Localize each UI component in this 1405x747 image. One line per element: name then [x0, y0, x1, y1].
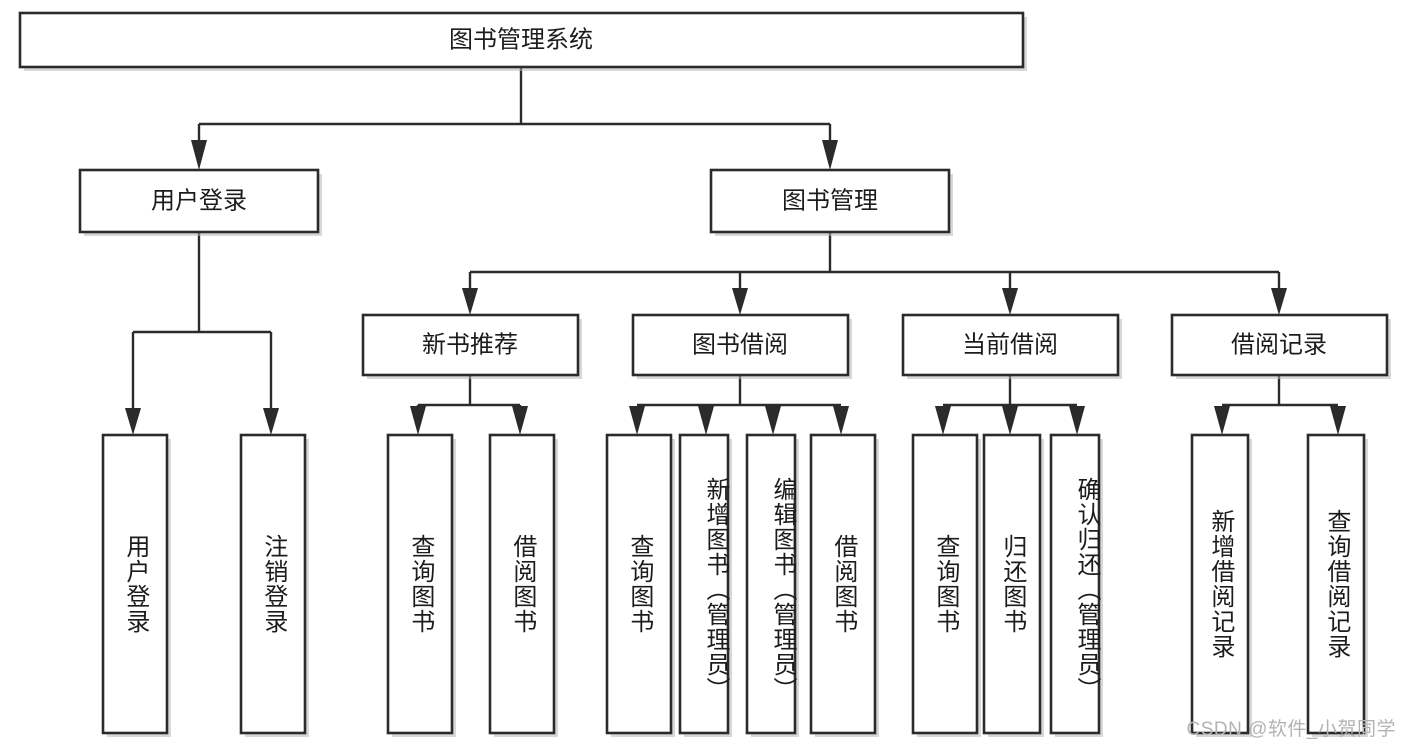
leaf-node-confirm-return[interactable] [1049, 433, 1103, 737]
leaf-node-query-book-2[interactable] [605, 433, 675, 737]
node-book-borrow-box[interactable] [631, 313, 850, 377]
node-new-book-recommend-label: 新书推荐 [422, 331, 518, 358]
arrow-root-to-book-manage [822, 140, 838, 170]
node-book-manage-label: 图书管理 [782, 187, 878, 214]
node-root-box[interactable] [18, 11, 1025, 69]
connector-group-book-manage [462, 232, 1287, 315]
arrow-to-current-borrow [1002, 288, 1018, 315]
node-borrow-record[interactable]: 借阅记录 [1170, 313, 1391, 379]
leaf-user-login-box[interactable] [101, 433, 169, 735]
leaf-node-add-record[interactable] [1190, 433, 1252, 737]
leaf-borrow-book-2-box[interactable] [809, 433, 877, 735]
leaf-node-query-record[interactable] [1306, 433, 1368, 737]
node-current-borrow-label: 当前借阅 [962, 331, 1058, 358]
node-new-book-recommend[interactable]: 新书推荐 [361, 313, 582, 379]
leaf-node-return-book[interactable] [982, 433, 1044, 737]
node-root-label: 图书管理系统 [449, 26, 593, 53]
leaf-query-book-3-box[interactable] [911, 433, 979, 735]
node-book-borrow-label: 图书借阅 [692, 331, 788, 358]
node-root[interactable]: 图书管理系统 [18, 11, 1027, 71]
node-book-borrow[interactable]: 图书借阅 [631, 313, 852, 379]
arrow-to-leaf-return-book [1002, 406, 1018, 435]
node-current-borrow-box[interactable] [901, 313, 1120, 377]
leaf-query-book-1-box[interactable] [386, 433, 454, 735]
arrow-to-leaf-query-book-1 [410, 406, 426, 435]
leaf-edit-book-box[interactable] [745, 433, 797, 735]
leaf-node-edit-book[interactable] [745, 433, 799, 737]
connector-group-current-borrow [935, 375, 1085, 435]
node-user-login-box[interactable] [78, 168, 320, 234]
leaf-borrow-book-1-box[interactable] [488, 433, 556, 735]
arrow-to-leaf-user-logout [263, 408, 279, 435]
connector-group-borrow-record [1214, 375, 1346, 435]
node-user-login-label: 用户登录 [151, 187, 247, 214]
leaf-query-book-2-box[interactable] [605, 433, 673, 735]
arrow-to-leaf-user-login [125, 408, 141, 435]
node-new-book-recommend-box[interactable] [361, 313, 580, 377]
arrow-to-leaf-add-book [698, 406, 714, 435]
node-book-manage[interactable]: 图书管理 [709, 168, 953, 236]
leaf-node-add-book[interactable] [678, 433, 732, 737]
arrow-to-leaf-confirm-return [1069, 406, 1085, 435]
leaf-add-record-box[interactable] [1190, 433, 1250, 735]
arrow-to-leaf-query-record [1330, 406, 1346, 435]
leaf-node-borrow-book-2[interactable] [809, 433, 879, 737]
arrow-to-leaf-add-record [1214, 406, 1230, 435]
leaf-node-user-login[interactable] [101, 433, 171, 737]
arrow-to-new-book-recommend [462, 288, 478, 315]
node-user-login[interactable]: 用户登录 [78, 168, 322, 236]
connector-group-user-login [125, 232, 279, 435]
leaf-return-book-box[interactable] [982, 433, 1042, 735]
arrow-to-leaf-query-book-3 [935, 406, 951, 435]
node-book-manage-box[interactable] [709, 168, 951, 234]
arrow-to-leaf-edit-book [765, 406, 781, 435]
connector-group-root [191, 67, 838, 170]
arrow-to-leaf-borrow-book-1 [512, 406, 528, 435]
leaf-add-book-box[interactable] [678, 433, 730, 735]
leaf-user-logout-box[interactable] [239, 433, 307, 735]
node-current-borrow[interactable]: 当前借阅 [901, 313, 1122, 379]
arrow-root-to-user-login [191, 140, 207, 170]
arrow-to-leaf-query-book-2 [629, 406, 645, 435]
connector-group-book-borrow [629, 375, 849, 435]
leaf-node-user-logout[interactable] [239, 433, 309, 737]
arrow-to-borrow-record [1271, 288, 1287, 315]
leaf-node-query-book-1[interactable] [386, 433, 456, 737]
leaf-node-query-book-3[interactable] [911, 433, 981, 737]
connector-group-new-book-recommend [410, 375, 528, 435]
leaf-confirm-return-box[interactable] [1049, 433, 1101, 735]
node-borrow-record-box[interactable] [1170, 313, 1389, 377]
leaf-node-borrow-book-1[interactable] [488, 433, 558, 737]
arrow-to-book-borrow [732, 288, 748, 315]
arrow-to-leaf-borrow-book-2 [833, 406, 849, 435]
leaf-query-record-box[interactable] [1306, 433, 1366, 735]
node-borrow-record-label: 借阅记录 [1231, 331, 1327, 358]
